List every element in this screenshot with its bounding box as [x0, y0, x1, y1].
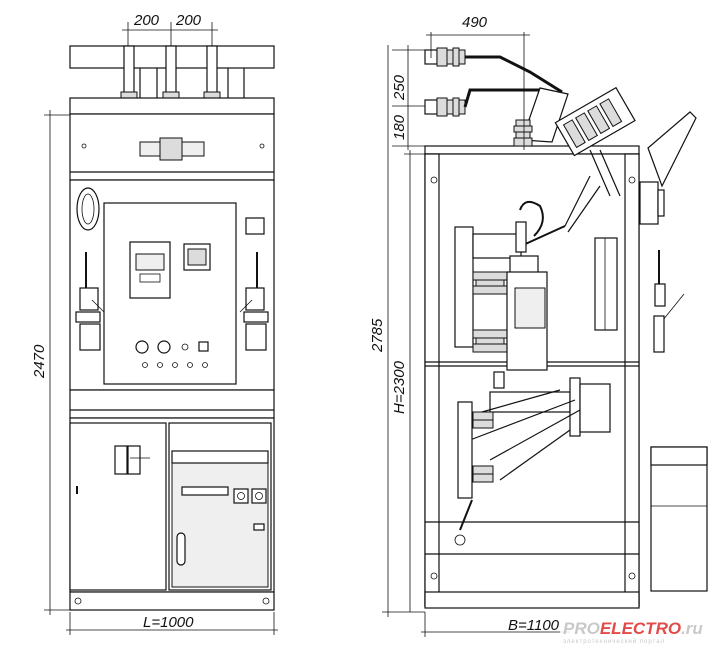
post-insulator-top [513, 119, 533, 147]
dim-bus-spacing-1: 200 [133, 12, 160, 29]
control-knob-1 [135, 340, 149, 354]
bushing-lower [424, 97, 466, 117]
dim-width: L=1000 [143, 614, 194, 631]
dim-bus-spacing-2: 200 [175, 12, 202, 29]
side-interlock-left [75, 252, 105, 351]
pole-insulator-upper [472, 271, 508, 295]
control-knob-2 [157, 340, 171, 354]
cabinet-body-side [424, 145, 640, 155]
inspection-window [76, 187, 100, 231]
pole-insulator-lower [472, 329, 508, 353]
circuit-breaker-small [114, 445, 150, 475]
current-transformer [579, 383, 611, 433]
cable-compartment-panel [171, 450, 269, 588]
earthing-switch-lower [454, 401, 494, 546]
earthing-switch [554, 86, 636, 157]
motor-drive-box [650, 446, 708, 592]
dim-bushing-offset: 490 [462, 14, 488, 31]
dim-depth: B=1100 [508, 617, 560, 634]
door-handle [176, 532, 186, 566]
cabinet-top-section [69, 97, 275, 115]
dim-total-height: 2785 [369, 318, 386, 353]
watermark-brand: PROELECTRO.ru [563, 619, 703, 638]
vacuum-circuit-breaker [454, 175, 601, 371]
dim-overall-height: 2470 [31, 344, 48, 379]
side-view: 490 250 180 2785 H=2300 B=1100 [369, 14, 708, 637]
side-interlock-right [239, 252, 269, 351]
dim-upper-vertical: 250 [391, 74, 408, 101]
dim-lower-vertical: 180 [391, 114, 408, 140]
cabinet-plinth [69, 591, 275, 611]
front-view: 200 200 2470 L=1000 [31, 12, 278, 635]
dim-cabinet-height: H=2300 [391, 360, 408, 414]
watermark-logo: PROELECTRO.ru электротехнический портал [560, 616, 720, 650]
watermark-tagline: электротехнический портал [563, 638, 665, 645]
